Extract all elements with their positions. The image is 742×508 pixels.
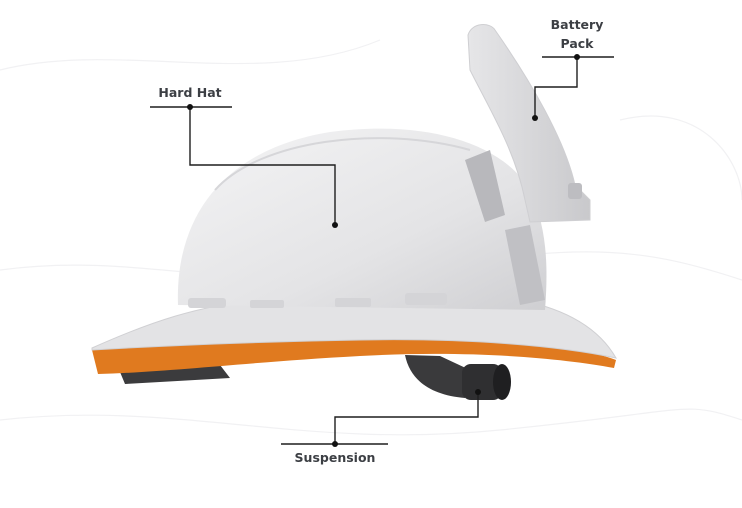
label-battery-pack-line2: Pack	[560, 36, 594, 51]
label-suspension: Suspension	[294, 450, 376, 465]
label-hard-hat: Hard Hat	[158, 85, 222, 100]
hat-dome	[177, 128, 547, 310]
callout-battery-pack	[534, 56, 614, 118]
label-battery-pack: Battery Pack	[551, 15, 604, 53]
hat-vents	[188, 293, 447, 308]
label-battery-pack-line1: Battery	[550, 17, 604, 32]
callout-suspension	[281, 392, 479, 445]
brim-underside	[92, 339, 616, 374]
suspension-part	[120, 355, 511, 400]
battery-pack-part	[467, 24, 591, 223]
callout-dots	[187, 54, 580, 447]
